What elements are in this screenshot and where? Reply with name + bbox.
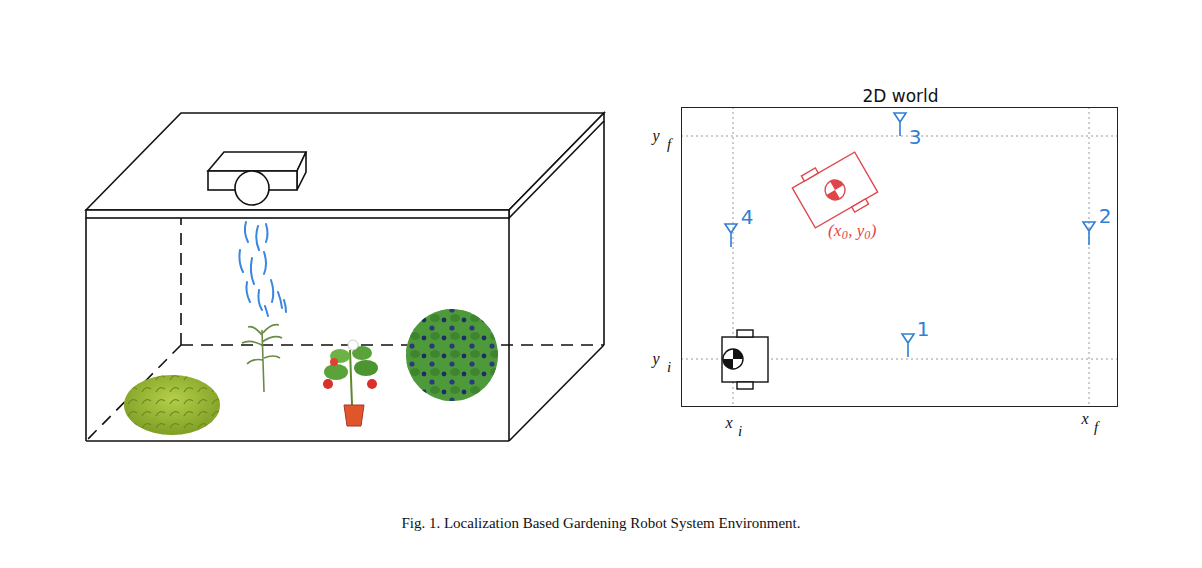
position-subscript: 0: [842, 229, 848, 241]
axis-subscript: i: [667, 360, 671, 375]
bush: [124, 375, 220, 435]
watering-robot: [208, 152, 306, 205]
axis-subscript: f: [667, 137, 671, 152]
callout-number: 3: [909, 127, 922, 147]
robot-estimated: [789, 147, 880, 233]
axis-subscript: i: [738, 424, 742, 439]
callout-number: 2: [1099, 206, 1112, 226]
world-frame: 2D world: [681, 107, 1118, 407]
axis-subscript: f: [1094, 420, 1098, 435]
axis-label: y: [652, 128, 659, 144]
grid-lines: [681, 107, 1118, 407]
callout-number: 1: [917, 319, 930, 339]
robot-initial: [722, 330, 768, 389]
position-label: , y: [848, 222, 864, 239]
callout-number: 4: [741, 207, 754, 227]
axis-label: x: [725, 415, 732, 431]
figure-caption: Fig. 1. Localization Based Gardening Rob…: [401, 515, 800, 532]
seedling: [242, 325, 282, 392]
position-label: ): [871, 222, 877, 239]
strawberry-plant: [323, 340, 378, 426]
water-spray: [239, 222, 286, 316]
antenna-symbols: [725, 113, 1095, 357]
enclosure: [86, 113, 604, 441]
axis-label: x: [1081, 411, 1088, 427]
blueberry-bush: [406, 309, 498, 401]
position-subscript: 0: [864, 229, 870, 241]
frame-title: 2D world: [862, 86, 938, 106]
axis-label: y: [652, 351, 659, 367]
position-label: (x: [828, 222, 841, 239]
